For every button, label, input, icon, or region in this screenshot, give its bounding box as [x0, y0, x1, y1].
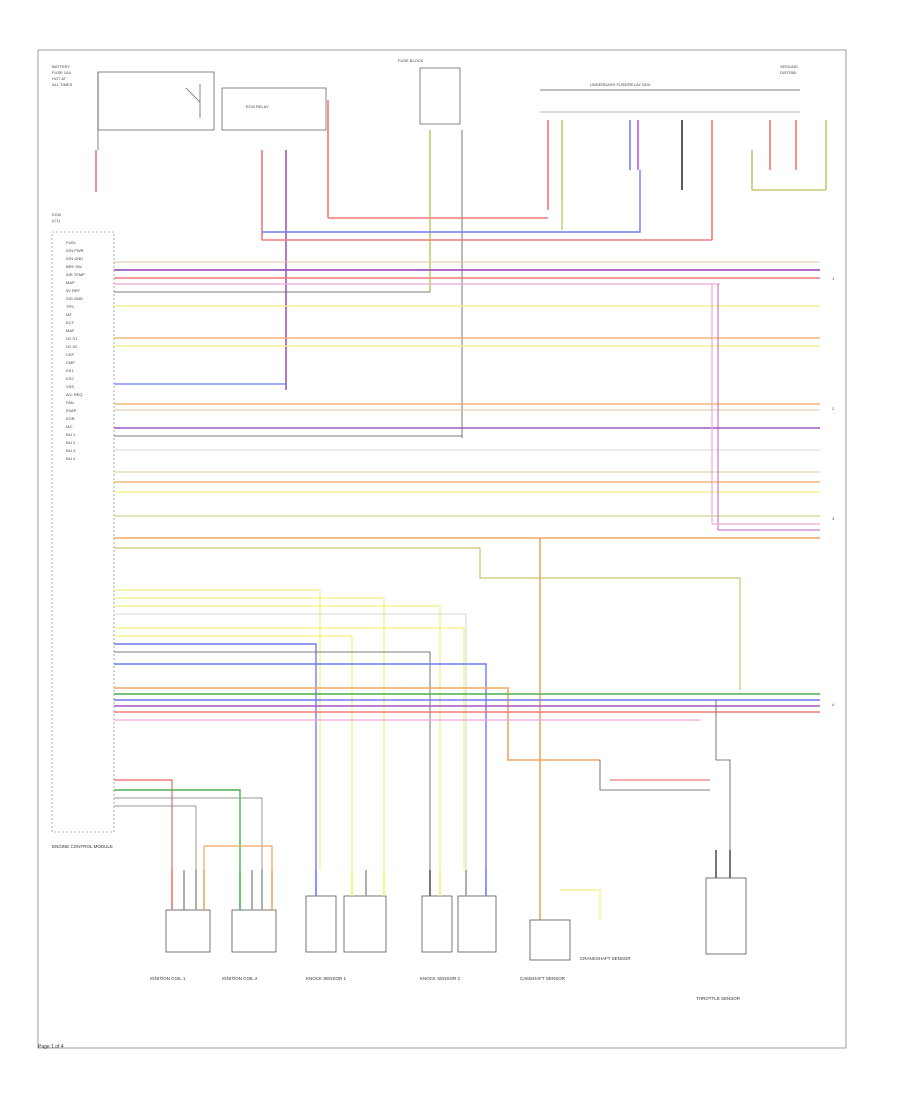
label-c2: IGNITION COIL 2 — [222, 976, 258, 981]
fuse-block-label: FUSE BLOCK — [398, 58, 424, 63]
label-c7: THROTTLE SENSOR — [696, 996, 741, 1001]
right-refs: 1 2 3 4 — [832, 276, 835, 707]
label-c5: CAMSHAFT SENSOR — [520, 976, 566, 981]
top-cross-wires — [262, 170, 712, 241]
svg-text:INJ 3: INJ 3 — [66, 448, 76, 453]
svg-text:TPS: TPS — [66, 304, 74, 309]
svg-text:KS1: KS1 — [66, 368, 74, 373]
right-verticals — [479, 284, 820, 920]
ref-2: 2 — [832, 406, 835, 411]
label-c3: KNOCK SENSOR 1 — [306, 976, 347, 981]
label-c6: CRANKSHAFT SENSOR — [580, 956, 631, 961]
svg-text:CKP: CKP — [66, 352, 75, 357]
bottom-connectors — [165, 877, 747, 961]
svg-text:ALL TIMES: ALL TIMES — [52, 82, 73, 87]
svg-text:FUSE 10A: FUSE 10A — [52, 70, 71, 75]
label-c1: IGNITION COIL 1 — [150, 976, 186, 981]
svg-text:BATTERY: BATTERY — [52, 64, 70, 69]
svg-text:INJ 2: INJ 2 — [66, 440, 76, 445]
svg-text:MAP: MAP — [66, 280, 75, 285]
svg-text:KS2: KS2 — [66, 376, 74, 381]
svg-text:(C1): (C1) — [52, 218, 60, 223]
svg-text:AIR TEMP: AIR TEMP — [66, 272, 85, 277]
sensor-wires — [114, 589, 820, 920]
svg-text:IGN PWR: IGN PWR — [66, 248, 84, 253]
svg-text:HOT AT: HOT AT — [52, 76, 67, 81]
bottom-stubs — [171, 850, 731, 910]
page-footer: Page 1 of 4 — [38, 1044, 64, 1050]
pin-labels: FUEL IGN PWR IGN GND BRK SW AIR TEMP MAP… — [66, 240, 85, 461]
svg-text:INJ 1: INJ 1 — [66, 432, 76, 437]
svg-text:FAN: FAN — [66, 400, 74, 405]
ecm-connector: ECM (C1) ENGINE CONTROL MODULE — [51, 212, 115, 849]
svg-text:EGR: EGR — [66, 416, 75, 421]
label-c4: KNOCK SENSOR 2 — [420, 976, 461, 981]
svg-text:INJ 4: INJ 4 — [66, 456, 76, 461]
svg-text:IAC: IAC — [66, 424, 73, 429]
svg-text:CMP: CMP — [66, 360, 75, 365]
svg-text:ECT: ECT — [66, 320, 75, 325]
svg-text:IGN GND: IGN GND — [66, 256, 83, 261]
svg-text:DISTRIB.: DISTRIB. — [780, 70, 797, 75]
svg-text:VSS: VSS — [66, 384, 74, 389]
svg-text:O2 S2: O2 S2 — [66, 344, 78, 349]
ecm-relay-label: ECM RELAY — [246, 104, 269, 109]
underdash-label: UNDERDASH FUSE/RELAY BOX — [590, 82, 651, 87]
bus-wires — [114, 261, 820, 549]
ref-1: 1 — [832, 276, 835, 281]
svg-text:BRK SW: BRK SW — [66, 264, 82, 269]
bottom-labels: IGNITION COIL 1 IGNITION COIL 2 KNOCK SE… — [150, 956, 741, 1001]
ref-4: 4 — [832, 702, 835, 707]
svg-text:EVAP: EVAP — [66, 408, 77, 413]
svg-text:O2 S1: O2 S1 — [66, 336, 78, 341]
svg-text:FUEL: FUEL — [66, 240, 77, 245]
svg-text:MAF: MAF — [66, 328, 75, 333]
svg-text:ECM: ECM — [52, 212, 61, 217]
svg-text:5V REF: 5V REF — [66, 288, 81, 293]
svg-text:GROUND: GROUND — [780, 64, 798, 69]
ecm-label: ENGINE CONTROL MODULE — [52, 844, 113, 849]
top-drops — [95, 100, 827, 438]
svg-text:IAT: IAT — [66, 312, 72, 317]
ref-3: 3 — [832, 516, 835, 521]
top-section: BATTERY FUSE 10A HOT AT ALL TIMES ECM RE… — [52, 58, 800, 150]
svg-text:SIG GND: SIG GND — [66, 296, 83, 301]
svg-text:A/C REQ: A/C REQ — [66, 392, 82, 397]
